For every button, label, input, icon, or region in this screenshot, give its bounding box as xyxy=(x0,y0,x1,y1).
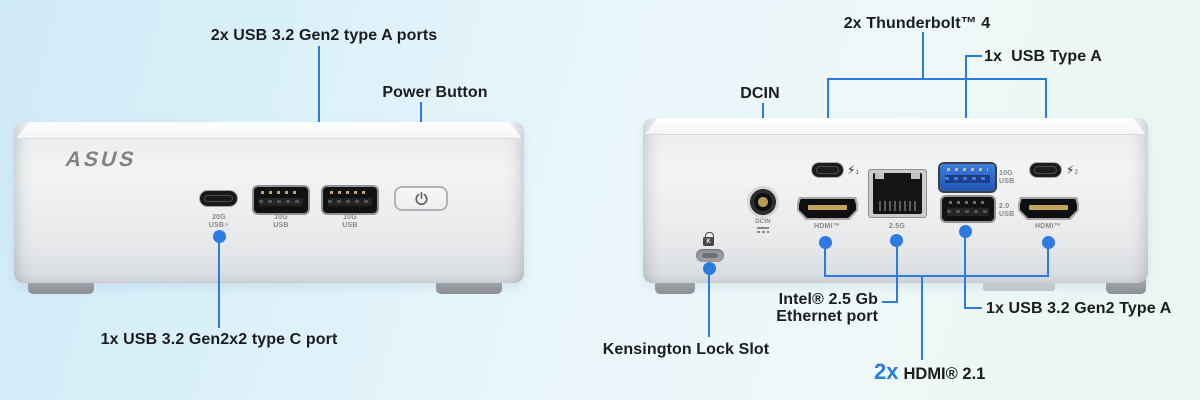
usb-tongue xyxy=(259,198,303,206)
hdmi-count: 2x xyxy=(874,359,899,384)
callout-line xyxy=(1045,78,1047,152)
callout-line xyxy=(708,273,710,337)
usb-tongue xyxy=(328,198,372,206)
callout-line xyxy=(218,241,220,328)
usb-a-10g-port xyxy=(940,164,995,191)
callout-dot-usb32 xyxy=(959,225,972,238)
device-top-face xyxy=(16,122,522,139)
asus-logo: ASUS xyxy=(63,148,140,171)
usb-a-port-2 xyxy=(323,187,377,213)
label-dcin: DCIN xyxy=(740,85,780,102)
usb-pins xyxy=(947,168,988,171)
usb-tongue xyxy=(945,175,990,183)
callout-dot-hdmi1 xyxy=(819,236,832,249)
callout-line xyxy=(964,307,982,309)
kensington-lock-icon: K xyxy=(703,232,714,246)
thunderbolt-port-1 xyxy=(812,163,843,177)
callout-line xyxy=(827,78,1047,80)
dcin-caption: DCIN xyxy=(755,219,771,225)
callout-line xyxy=(964,236,966,309)
callout-line xyxy=(896,246,898,303)
usb-a-20-port xyxy=(942,197,994,221)
device-top-face xyxy=(645,118,1146,135)
callout-line xyxy=(922,32,924,80)
hdmi1-caption: HDMI™ xyxy=(814,223,840,230)
kensington-lock-slot xyxy=(696,249,724,262)
callout-line xyxy=(966,55,982,57)
label-usb-type-a: 1x USB Type A xyxy=(984,48,1102,65)
callout-line xyxy=(824,247,826,277)
label-usb32: 1x USB 3.2 Gen2 Type A xyxy=(986,300,1172,317)
label-kensington: Kensington Lock Slot xyxy=(602,341,770,358)
callout-dot-ethernet xyxy=(890,234,903,247)
ethernet-port xyxy=(868,169,927,218)
power-button xyxy=(394,186,448,211)
callout-line xyxy=(1047,247,1049,277)
label-usb-c-port: 1x USB 3.2 Gen2x2 type C port xyxy=(100,331,338,348)
hdmi-port-1 xyxy=(797,197,858,220)
hdmi2-caption: HDMI™ xyxy=(1035,223,1061,230)
ethernet-caption: 2.5G xyxy=(889,223,905,230)
callout-line xyxy=(882,301,898,303)
callout-line xyxy=(965,55,967,150)
callout-dot-hdmi2 xyxy=(1042,236,1055,249)
dc-symbol xyxy=(757,227,769,233)
label-thunderbolt: 2x Thunderbolt™ 4 xyxy=(843,15,991,32)
usb-pins xyxy=(949,201,987,204)
label-hdmi: 2x HDMI® 2.1 xyxy=(874,359,985,385)
usb-pins xyxy=(261,191,301,194)
usb-a-port-1 xyxy=(254,187,308,213)
thunderbolt-icon: ⚡2 xyxy=(1066,163,1078,177)
label-front-usb-a-ports: 2x USB 3.2 Gen2 type A ports xyxy=(210,27,438,44)
thunderbolt-port-2 xyxy=(1030,163,1061,177)
usb-c-port xyxy=(200,191,237,206)
hdmi-text: HDMI® 2.1 xyxy=(903,365,986,383)
dc-in-jack xyxy=(747,186,779,218)
callout-dot-usb-c xyxy=(213,230,226,243)
label-power-button: Power Button xyxy=(382,84,488,101)
callout-line xyxy=(824,275,1049,277)
callout-line xyxy=(921,275,923,360)
callout-line xyxy=(318,46,320,146)
usb-tongue xyxy=(947,208,989,216)
power-icon xyxy=(414,191,428,206)
hdmi-port-2 xyxy=(1018,197,1079,220)
usb-pins xyxy=(330,191,370,194)
thunderbolt-icon: ⚡1 xyxy=(847,163,859,177)
callout-line xyxy=(827,78,829,152)
callout-dot-kensington xyxy=(703,262,716,275)
